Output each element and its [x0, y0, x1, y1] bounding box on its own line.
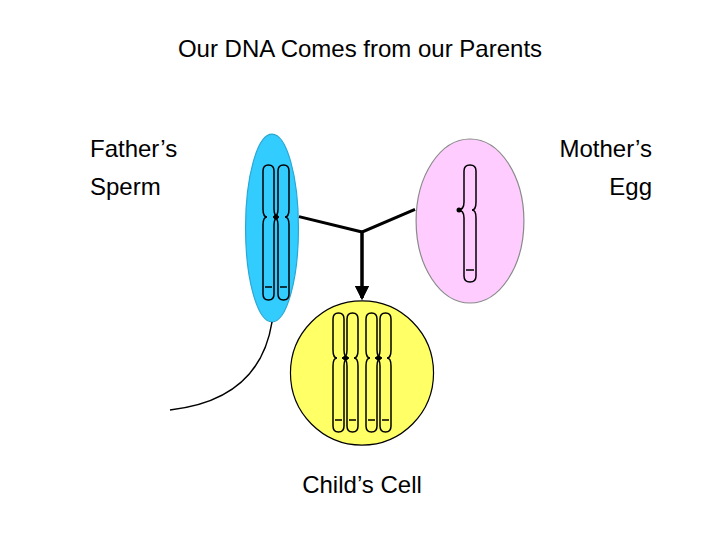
centromere [376, 356, 381, 361]
cell-label: Father’s Sperm [90, 130, 202, 206]
centromere [274, 215, 279, 220]
merge-connector [299, 217, 362, 298]
cell-label: Child’s Cell [259, 466, 465, 504]
label-holder: Father’s Sperm [90, 130, 202, 206]
cell-body [416, 139, 524, 303]
cell-outline [415, 138, 525, 304]
diagram-title: Our DNA Comes from our Parents [178, 34, 542, 64]
cell-body [290, 301, 433, 445]
label-holder: Mother’s Egg [545, 130, 652, 206]
child-cell: Child’s Cell [289, 300, 435, 446]
egg-cell: Mother’s Egg [415, 138, 525, 304]
merge-connector [362, 209, 415, 298]
sperm-cell: Father’s Sperm [245, 133, 299, 323]
cell-outline [289, 300, 435, 446]
cell-body [246, 134, 299, 322]
label-holder: Child’s Cell [259, 466, 465, 504]
cell-outline [245, 133, 299, 323]
title-holder: Our DNA Comes from our Parents [0, 34, 720, 64]
centromere [343, 356, 348, 361]
cell-label: Mother’s Egg [545, 130, 652, 206]
sperm-tail [170, 322, 272, 410]
centromere [457, 208, 462, 213]
